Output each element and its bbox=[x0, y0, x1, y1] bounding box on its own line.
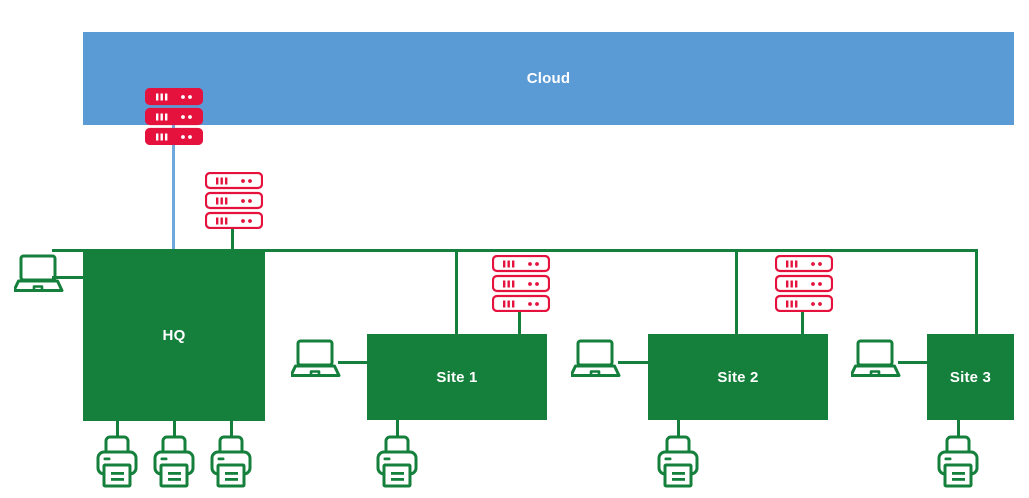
hq-printer-3-drop bbox=[230, 418, 233, 444]
cloud-server-icon[interactable] bbox=[145, 88, 203, 145]
site3-laptop-link bbox=[898, 361, 930, 364]
site-2-node-label: Site 2 bbox=[717, 368, 759, 386]
site2-laptop-icon[interactable] bbox=[571, 338, 621, 378]
hq-printer-2-icon[interactable] bbox=[152, 432, 196, 490]
site-3-node-label: Site 3 bbox=[949, 368, 992, 386]
site1-drop bbox=[455, 249, 458, 337]
hq-printer-1-drop bbox=[116, 418, 119, 444]
site2-server-icon[interactable] bbox=[775, 255, 833, 312]
hq-server-downlink bbox=[231, 220, 234, 250]
site3-printer-drop bbox=[957, 418, 960, 444]
site3-printer-icon[interactable] bbox=[936, 432, 980, 490]
site2-printer-icon[interactable] bbox=[656, 432, 700, 490]
site1-server-icon[interactable] bbox=[492, 255, 550, 312]
hq-node[interactable]: HQ bbox=[83, 249, 265, 421]
site1-printer-icon[interactable] bbox=[375, 432, 419, 490]
hq-laptop-link bbox=[52, 276, 86, 279]
cloud-to-hq-uplink bbox=[172, 125, 175, 251]
hq-printer-1-icon[interactable] bbox=[95, 432, 139, 490]
site1-printer-drop bbox=[396, 418, 399, 444]
site1-laptop-link bbox=[338, 361, 370, 364]
site-2-node[interactable]: Site 2 bbox=[648, 334, 828, 420]
site2-drop bbox=[735, 249, 738, 337]
hq-printer-2-drop bbox=[173, 418, 176, 444]
site-1-node-label: Site 1 bbox=[436, 368, 478, 386]
site-3-node[interactable]: Site 3 bbox=[927, 334, 1014, 420]
site3-laptop-icon[interactable] bbox=[851, 338, 901, 378]
site2-printer-drop bbox=[677, 418, 680, 444]
cloud-node-label: Cloud bbox=[526, 70, 571, 87]
site3-drop bbox=[975, 249, 978, 337]
cloud-node[interactable]: Cloud bbox=[83, 32, 1014, 125]
hq-printer-3-icon[interactable] bbox=[209, 432, 253, 490]
site-1-node[interactable]: Site 1 bbox=[367, 334, 547, 420]
hq-laptop-icon[interactable] bbox=[14, 253, 64, 293]
hq-server-icon[interactable] bbox=[205, 172, 263, 229]
site2-laptop-link bbox=[618, 361, 650, 364]
site1-laptop-icon[interactable] bbox=[291, 338, 341, 378]
site2-server-drop bbox=[801, 303, 804, 337]
backbone-trunk bbox=[52, 249, 977, 252]
hq-node-label: HQ bbox=[162, 326, 186, 344]
site1-server-drop bbox=[518, 303, 521, 337]
